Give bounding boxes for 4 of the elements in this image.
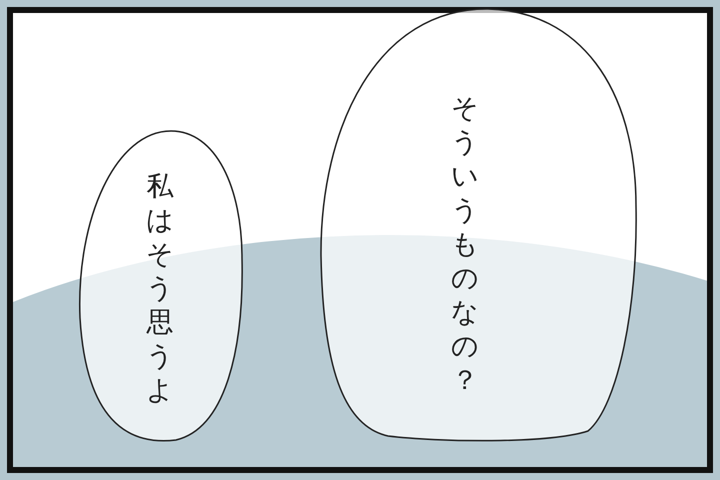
bubble-text: そういうものなの？ — [450, 92, 480, 398]
speech-bubble — [76, 128, 246, 444]
bubble-text: 私はそう思うよ — [145, 170, 175, 408]
speech-bubble — [318, 6, 640, 442]
